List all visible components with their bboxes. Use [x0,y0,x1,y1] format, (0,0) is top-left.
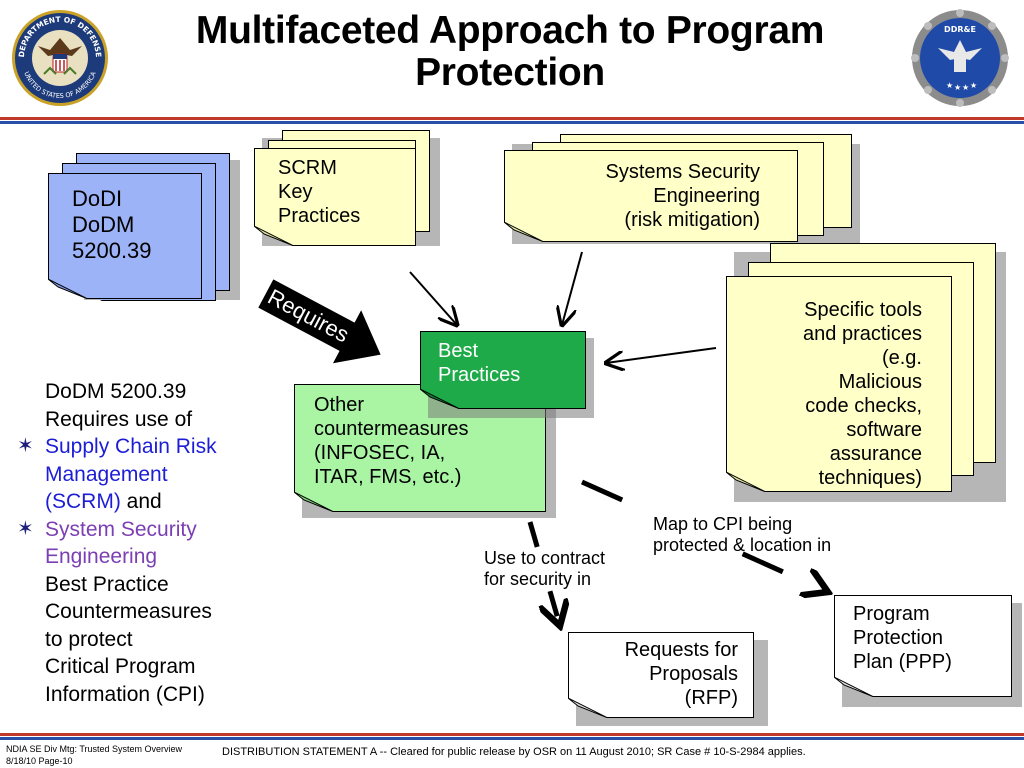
svg-text:★: ★ [962,83,969,92]
footer-line: 8/18/10 Page-10 [6,756,73,766]
arrow-scrm-to-best [409,271,457,325]
svg-text:★: ★ [970,81,977,90]
left-line: Critical Program [45,655,196,678]
label-line: Use to contract [484,548,606,568]
bullet-line: (SCRM) [45,490,121,513]
left-line: Requires use of [45,407,193,431]
label-line: for security in [484,569,592,589]
other-line: Other [314,394,365,416]
scrm-line: Key [278,181,313,203]
left-line: DoDM 5200.39 [45,380,187,403]
svg-text:★: ★ [954,83,961,92]
label-map-cpi: Map to CPI being protected & location in [653,514,831,556]
rfp-line: Proposals [649,663,738,685]
footer-meeting-info: NDIA SE Div Mtg: Trusted System Overview… [6,743,182,767]
six-point-star-icon: ✶ [17,435,34,457]
best-line: Practices [438,364,521,386]
svg-text:★: ★ [946,81,953,90]
bullet-line: Supply Chain Risk [45,435,217,458]
tools-line: code checks, [805,395,922,417]
left-text-block: DoDM 5200.39 Requires use of ✶ Supply Ch… [17,378,275,708]
requires-arrow: Requires [258,279,381,364]
tools-line: Malicious [838,371,922,393]
tools-line: (e.g. [881,347,922,369]
bottom-divider [0,733,1024,740]
tools-line: assurance [829,443,922,465]
six-point-star-icon: ✶ [17,517,34,540]
dodi-line: DoDM [72,212,135,237]
bullet-scrm: ✶ Supply Chain Risk Management (SCRM) an… [17,433,275,516]
tools-line: and practices [803,323,922,345]
scrm-line: Practices [278,205,361,227]
best-line: Best [438,340,479,362]
other-line: countermeasures [314,418,469,440]
footer-line: NDIA SE Div Mtg: Trusted System Overview [6,744,183,754]
bullet-suffix: and [120,490,162,513]
ddre-seal-logo: DDR&E ★★★★ [911,9,1009,107]
tools-line: Specific tools [804,299,922,321]
other-line: ITAR, FMS, etc.) [314,466,462,488]
tools-line: techniques) [818,467,922,489]
tools-line: software [846,419,922,441]
left-line: Countermeasures [45,600,212,623]
bullet-line: System Security [45,517,197,541]
ppp-line: Program [853,603,930,625]
distribution-statement: DISTRIBUTION STATEMENT A -- Cleared for … [222,746,806,758]
dod-seal-logo: DEPARTMENT OF DEFENSE UNITED STATES OF A… [12,10,108,106]
label-use-contract: Use to contract for security in [484,548,605,590]
left-line: to protect [45,627,133,651]
dodi-line: DoDI [72,186,123,211]
label-line: Map to CPI being [653,514,793,534]
slide-title: Multifaceted Approach to Program Protect… [195,9,825,94]
rfp-line: (RFP) [684,687,738,709]
sse-line: Engineering [653,185,760,207]
ppp-line: Plan (PPP) [853,651,952,673]
sse-line: Systems Security [605,161,760,183]
arrow-tools-to-best [606,347,717,363]
other-line: (INFOSEC, IA, [314,442,446,464]
top-divider [0,117,1024,124]
arrow-to-rfp [527,521,560,626]
ddre-seal-text: DDR&E [944,25,976,34]
bullet-line: Management [45,462,168,486]
bullet-line: Engineering [45,545,158,568]
bullet-sse: ✶ System Security Engineering [17,516,275,571]
arrow-sse-to-best [562,251,583,325]
left-line: Information (CPI) [45,682,205,706]
ppp-line: Protection [853,627,944,649]
dodi-line: 5200.39 [72,238,152,263]
scrm-line: SCRM [278,157,337,179]
left-line: Best Practice [45,572,169,596]
label-line: protected & location in [653,535,832,555]
rfp-line: Requests for [624,639,738,661]
sse-line: (risk mitigation) [624,209,760,231]
